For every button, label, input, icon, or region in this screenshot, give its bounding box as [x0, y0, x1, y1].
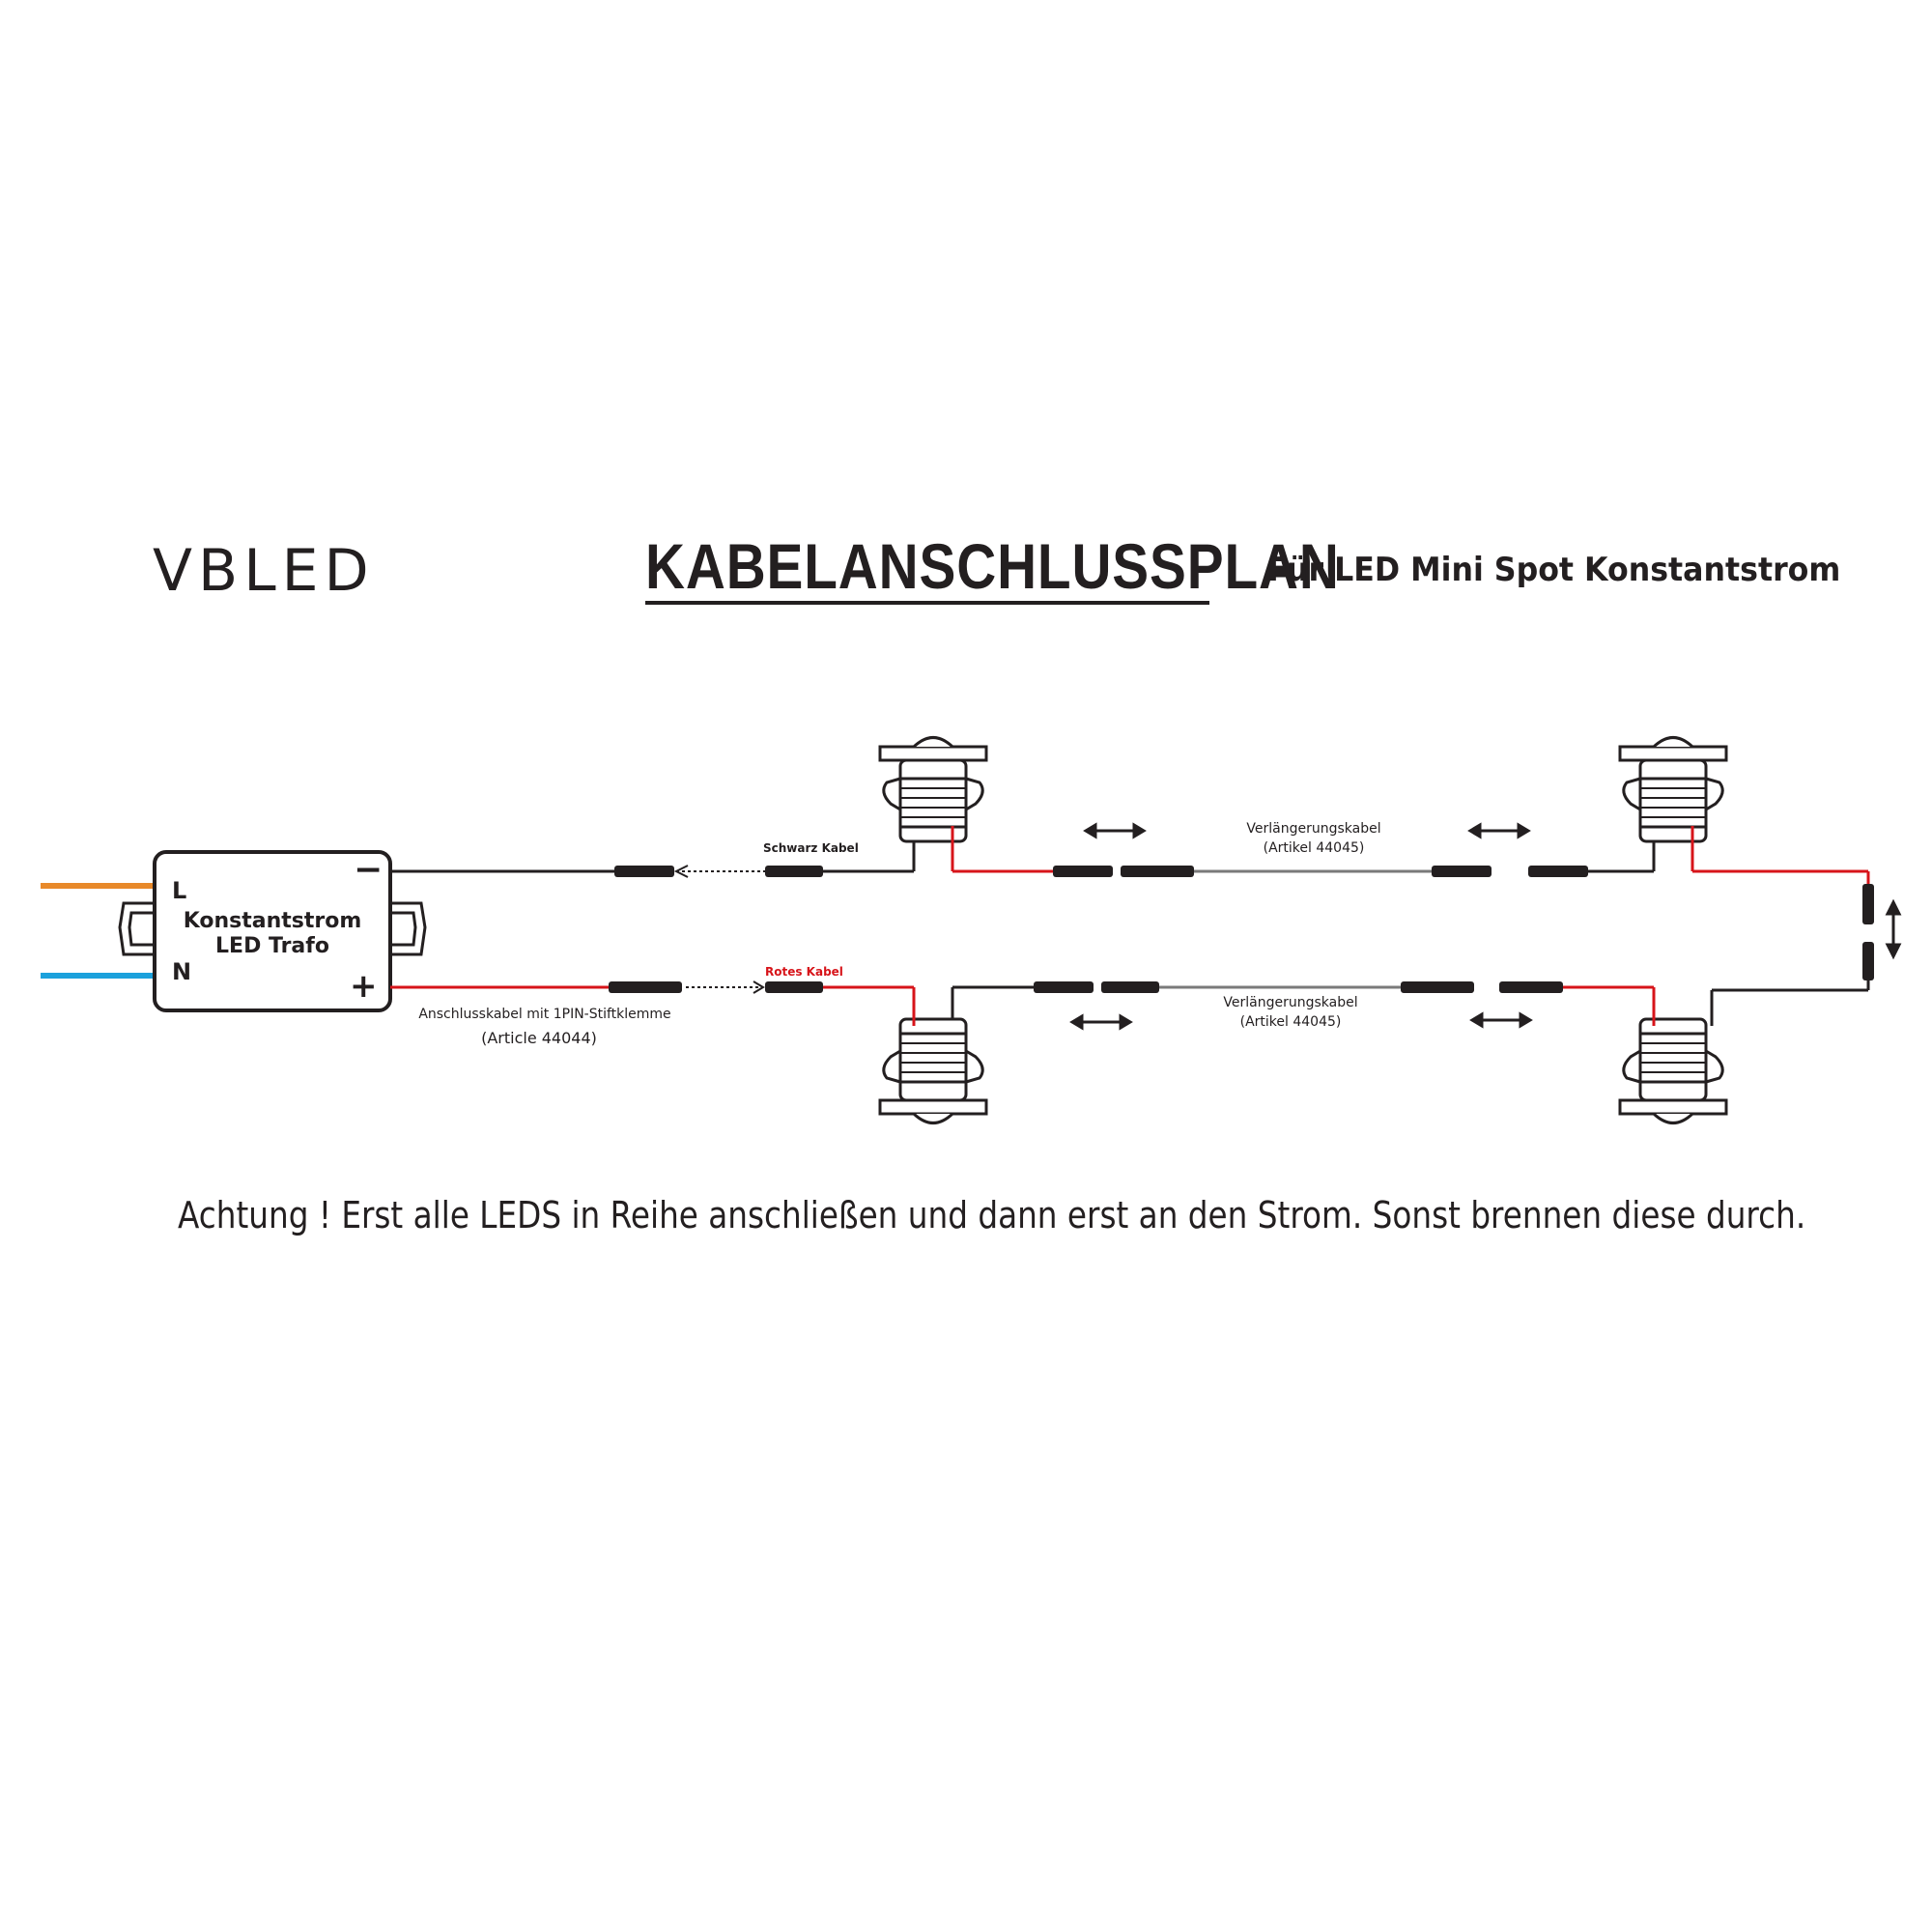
- terminal-n-label: N: [172, 958, 191, 985]
- double-arrow-icon: [1069, 1013, 1133, 1031]
- connector-plug: [1862, 884, 1874, 924]
- connector-plug: [765, 866, 823, 877]
- connector-plug: [1499, 981, 1563, 993]
- black-cable-label: Schwarz Kabel: [763, 841, 859, 855]
- extension-bottom-article: (Artikel 44045): [1240, 1014, 1342, 1030]
- terminal-minus-label: −: [354, 850, 383, 890]
- transformer-box: [118, 850, 427, 1012]
- connector-plug: [1101, 981, 1159, 993]
- double-arrow-icon: [1083, 822, 1147, 839]
- connector-plug: [1053, 866, 1113, 877]
- connector-plug: [1528, 866, 1588, 877]
- connector-plug: [765, 981, 823, 993]
- extension-top-article: (Artikel 44045): [1264, 840, 1365, 856]
- warning-note: Achtung ! Erst alle LEDS in Reihe anschl…: [178, 1194, 1806, 1236]
- connection-cable-label: Anschlusskabel mit 1PIN-Stiftklemme: [418, 1007, 670, 1022]
- connector-plug: [1862, 942, 1874, 980]
- connector-plug: [614, 866, 674, 877]
- transformer-name-line1: Konstantstrom: [184, 909, 362, 933]
- led-spot-2: [1618, 736, 1728, 843]
- red-cable-label: Rotes Kabel: [765, 965, 843, 979]
- connection-cable-article: (Article 44044): [481, 1029, 597, 1047]
- terminal-plus-label: +: [350, 967, 378, 1006]
- double-arrow-icon: [1469, 1011, 1533, 1029]
- connector-plug: [1121, 866, 1194, 877]
- extension-top-label: Verlängerungskabel: [1246, 821, 1380, 837]
- transformer-name-line2: LED Trafo: [215, 934, 329, 958]
- led-spot-3: [878, 1017, 988, 1124]
- page-subtitle: Für LED Mini Spot Konstantstrom: [1267, 551, 1841, 589]
- connector-plug: [1432, 866, 1492, 877]
- terminal-l-label: L: [172, 877, 186, 904]
- led-spot-1: [878, 736, 988, 843]
- connector-plug: [1034, 981, 1094, 993]
- brand-logo: VBLED: [153, 537, 375, 605]
- led-spot-4: [1618, 1017, 1728, 1124]
- double-arrow-icon: [1885, 898, 1902, 960]
- title-underline: [645, 601, 1209, 605]
- extension-bottom-label: Verlängerungskabel: [1223, 995, 1357, 1010]
- connector-plug: [1401, 981, 1474, 993]
- connector-plug: [609, 981, 682, 993]
- double-arrow-icon: [1467, 822, 1531, 839]
